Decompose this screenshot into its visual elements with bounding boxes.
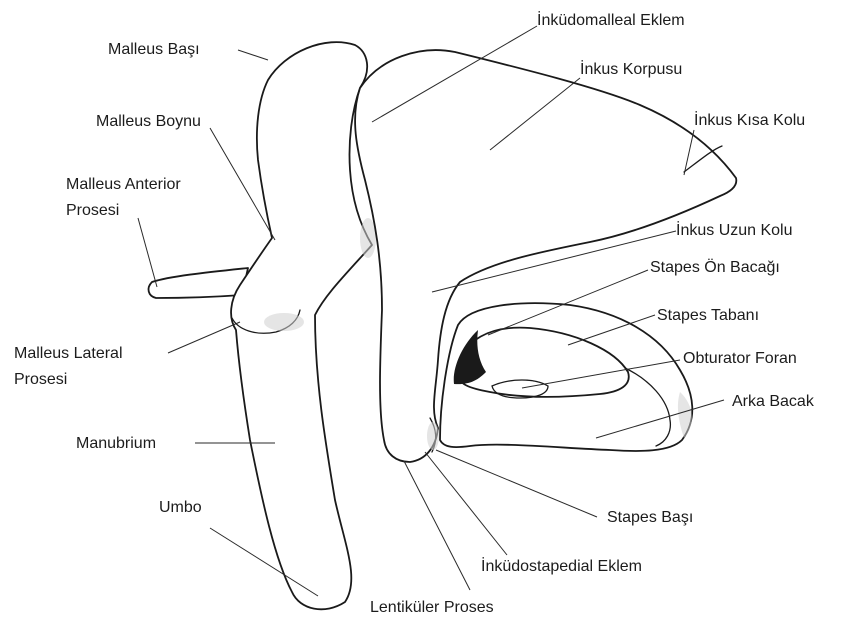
malleus-anterior-process xyxy=(149,268,248,298)
label-malleus-head: Malleus Başı xyxy=(108,41,200,58)
label-incus-long-process: İnkus Uzun Kolu xyxy=(676,220,793,239)
label-lenticular-process: Lentiküler Proses xyxy=(370,599,494,616)
leader-incudostapedial-joint xyxy=(425,452,507,555)
label-malleus-lateral-process-line1: Malleus Lateral xyxy=(14,345,123,362)
leader-malleus-head xyxy=(238,50,268,60)
incus-shading xyxy=(427,422,439,450)
leader-malleus-anterior-process xyxy=(138,218,157,287)
leader-lenticular-process xyxy=(404,461,470,590)
label-stapes-head: Stapes Başı xyxy=(607,509,693,526)
label-incus-body: İnkus Korpusu xyxy=(580,59,682,78)
label-malleus-neck: Malleus Boynu xyxy=(96,113,201,130)
leader-stapes-head xyxy=(436,450,597,517)
label-incudostapedial-joint: İnküdostapedial Eklem xyxy=(481,556,642,575)
label-stapes-anterior-crus: Stapes Ön Bacağı xyxy=(650,258,780,276)
label-malleus-anterior-process-line2: Prosesi xyxy=(66,202,119,219)
label-malleus-anterior-process-line1: Malleus Anterior xyxy=(66,176,181,193)
label-incus-short-process: İnkus Kısa Kolu xyxy=(694,110,805,129)
label-umbo: Umbo xyxy=(159,499,202,516)
label-stapes-footplate: Stapes Tabanı xyxy=(657,307,759,324)
label-manubrium: Manubrium xyxy=(76,435,156,452)
label-posterior-crus: Arka Bacak xyxy=(732,393,815,410)
stapes xyxy=(440,303,692,451)
malleus-shading-1 xyxy=(264,313,304,331)
label-obturator-foramen: Obturator Foran xyxy=(683,350,797,367)
label-incudomalleal-joint: İnküdomalleal Eklem xyxy=(537,10,685,29)
label-malleus-lateral-process-line2: Prosesi xyxy=(14,371,67,388)
leader-malleus-lateral-process xyxy=(168,322,240,353)
